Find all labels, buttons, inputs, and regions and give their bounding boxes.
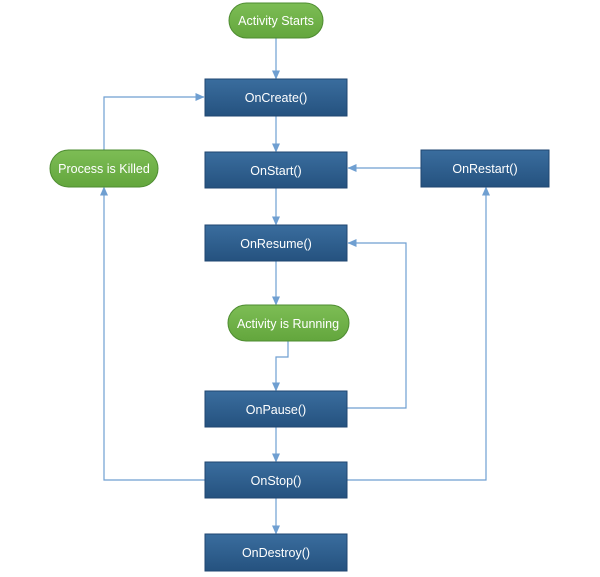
node-activity-starts-label: Activity Starts [238, 14, 314, 28]
node-onpause: OnPause() [204, 390, 348, 428]
node-onpause-label: OnPause() [246, 403, 306, 417]
node-process-killed: Process is Killed [49, 149, 159, 188]
node-activity-running: Activity is Running [227, 304, 350, 342]
edge-onpause-to-onresume [347, 239, 407, 409]
node-ondestroy-label: OnDestroy() [242, 546, 310, 560]
node-onstart: OnStart() [204, 151, 348, 189]
edge-killed-to-oncreate [103, 93, 205, 150]
edge-onstop-to-killed [100, 186, 205, 481]
connectors [100, 38, 490, 535]
node-oncreate-label: OnCreate() [245, 91, 308, 105]
edge-running-to-onpause [272, 341, 289, 392]
node-onresume-label: OnResume() [240, 237, 312, 251]
node-ondestroy: OnDestroy() [204, 533, 348, 572]
edge-onstop-to-onrestart [347, 186, 490, 481]
node-oncreate: OnCreate() [204, 78, 348, 117]
node-onresume: OnResume() [204, 224, 348, 262]
node-onstart-label: OnStart() [250, 164, 301, 178]
node-onstop-label: OnStop() [251, 474, 302, 488]
node-activity-running-label: Activity is Running [237, 317, 339, 331]
node-activity-starts: Activity Starts [228, 2, 324, 39]
node-onrestart-label: OnRestart() [452, 162, 517, 176]
node-process-killed-label: Process is Killed [58, 162, 150, 176]
node-onstop: OnStop() [204, 461, 348, 499]
node-onrestart: OnRestart() [420, 149, 550, 188]
